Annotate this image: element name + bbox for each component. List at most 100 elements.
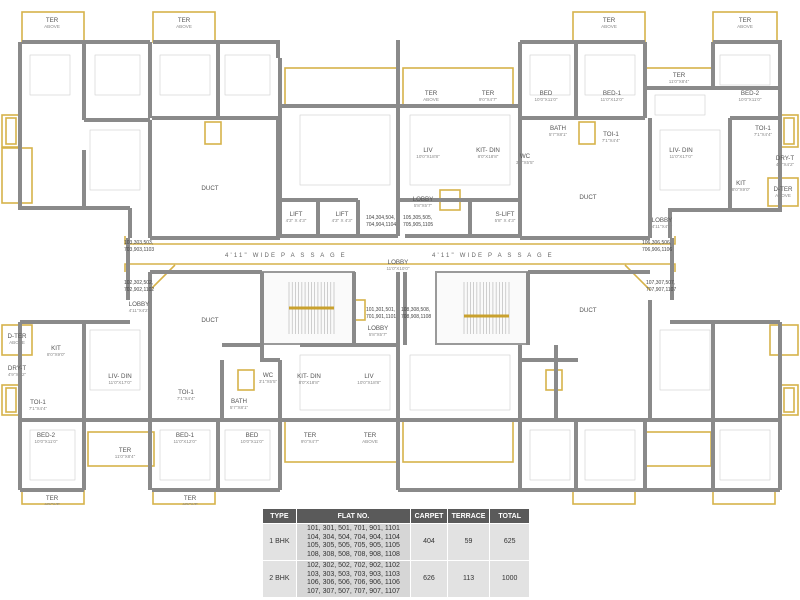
room-dims-bed-tr: 10'0"X11'0": [534, 97, 557, 102]
room-label-ter-tr2: TER: [603, 17, 616, 24]
area-table: TYPE FLAT NO. CARPET TERRACE TOTAL 1 BHK…: [262, 508, 530, 598]
room-dims-liv-c: 10'0"X18'8": [416, 154, 440, 159]
walls: [18, 40, 782, 492]
room-dims-ter-tr: ABOVE: [176, 24, 192, 29]
flat-numbers-107: 107,307,507,: [646, 280, 675, 286]
room-label-kit-bl: KIT: [51, 345, 61, 352]
staircase-left: [261, 271, 355, 345]
room-dims-lift2: 4'3" X 4'3": [332, 218, 353, 223]
cell-total: 625: [489, 523, 530, 561]
room-label-ter-ur: TER: [673, 72, 686, 79]
room-label-dry-t-tr: DRY-T: [776, 155, 794, 162]
room-dims-bed1-bl: 11'0"X12'0": [173, 439, 196, 444]
room-label-wc-tr: WC: [520, 153, 531, 160]
room-label-bed-bl: BED: [246, 432, 259, 439]
room-label-duct-tl: DUCT: [201, 185, 218, 192]
table-header-row: TYPE FLAT NO. CARPET TERRACE TOTAL: [262, 508, 530, 524]
room-dims-dry-t-tr: 4'9"X4'2": [776, 162, 795, 167]
col-total: TOTAL: [489, 508, 530, 524]
room-dims-bath-bl: 5'7"X8'1": [230, 405, 249, 410]
room-dims-dry-t-bl: 4'9"X4'2": [8, 372, 27, 377]
room-dims-lift1: 4'3" X 4'3": [286, 218, 307, 223]
room-dims-liv-din-tr: 11'0"X17'0": [669, 154, 692, 159]
room-label-duct-bl: DUCT: [201, 317, 218, 324]
room-label-bed2-bl: BED-2: [37, 432, 56, 439]
flat-numbers-707: 707,907,1107: [646, 287, 676, 293]
room-dims-toi1-bl: 7'1"X4'4": [29, 406, 48, 411]
room-labels: TERABOVETERABOVETERABOVETERABOVETERABOVE…: [8, 17, 795, 505]
room-label-kit-tr: KIT: [736, 180, 746, 187]
room-dims-lobby-mid: 11'0"X10'0": [386, 266, 409, 271]
room-label-ter-bl3: TER: [184, 495, 197, 502]
floor-plan: TERABOVETERABOVETERABOVETERABOVETERABOVE…: [1, 11, 799, 505]
table-row: 2 BHK 102, 302, 502, 702, 902, 1102 103,…: [262, 560, 530, 598]
flat-number-labels: 103,303,503, 703,903,1103 104,304,504, 7…: [124, 215, 676, 320]
cell-terrace: 113: [446, 560, 491, 598]
room-dims-ter-ur: 11'0"X8'4": [669, 79, 690, 84]
flat-numbers-705: 705,905,1105: [403, 222, 433, 228]
flat-numbers-704: 704,904,1104: [366, 222, 396, 228]
room-label-lobby-r: LOBBY: [652, 217, 673, 224]
room-dims-liv-din-bl: 11'0"X17'0": [108, 380, 131, 385]
col-terrace: TERRACE: [446, 508, 491, 524]
col-carpet: CARPET: [410, 508, 448, 524]
room-dims-lobby-bot: 5'8"X5'7": [369, 332, 388, 337]
room-dims-bed2-bl: 10'0"X11'0": [34, 439, 57, 444]
flat-line: 103, 303, 503, 703, 903, 1103: [307, 570, 400, 578]
room-dims-ter-tr: ABOVE: [737, 24, 753, 29]
room-dims-bed-bl: 10'0"X11'0": [240, 439, 263, 444]
cell-carpet: 626: [410, 560, 448, 598]
room-dims-ter-bl3: ABOVE: [182, 502, 198, 505]
cell-flats: 102, 302, 502, 702, 902, 1102 103, 303, …: [295, 560, 412, 598]
room-label-duct-tr: DUCT: [579, 194, 596, 201]
room-label-kitdin-c: KIT- DIN: [476, 147, 500, 154]
room-label-ter-bc-l: TER: [304, 432, 317, 439]
room-dims-ter-uc-l: ABOVE: [423, 97, 439, 102]
room-label-d-ter-bl: D-TER: [8, 333, 27, 340]
flat-numbers-101: 101,301,501,: [366, 307, 395, 313]
room-dims-toi1-tr: 7'1"X4'4": [602, 138, 621, 143]
room-dims-d-ter-tr: ABOVE: [775, 193, 791, 198]
room-dims-slift: 5'8" X 4'3": [495, 218, 516, 223]
passage-label-right: 4'11" WIDE P A S S A G E: [432, 253, 554, 259]
cell-carpet: 404: [410, 523, 448, 561]
room-label-dry-t-bl: DRY-T: [8, 365, 26, 372]
room-label-ter-uc-r: TER: [482, 90, 495, 97]
room-dims-ter-bc-l: 9'0"X4'7": [301, 439, 320, 444]
room-label-lobby-l: LOBBY: [129, 301, 150, 308]
flat-line: 105, 305, 505, 705, 905, 1105: [307, 542, 400, 549]
room-dims-ter-uc-r: 9'0"X4'7": [479, 97, 498, 102]
room-dims-ter-bl2: ABOVE: [44, 502, 60, 505]
room-label-toi1-bl: TOI-1: [30, 399, 46, 406]
room-label-ter-tr: TER: [739, 17, 752, 24]
room-label-toi1-bl2: TOI-1: [178, 389, 194, 396]
room-label-d-ter-tr: D-TER: [774, 186, 793, 193]
room-dims-d-ter-bl: ABOVE: [9, 340, 25, 345]
room-label-liv-bc: LIV: [364, 373, 374, 380]
flat-line: 102, 302, 502, 702, 902, 1102: [307, 562, 400, 569]
room-label-ter-bl2: TER: [46, 495, 59, 502]
room-dims-kitdin-bc: 8'0"X18'8": [299, 380, 320, 385]
room-label-bed1-tr: BED-1: [603, 90, 622, 97]
room-dims-toi1-bl2: 7'1"X4'4": [177, 396, 196, 401]
room-label-lobby-bot: LOBBY: [368, 325, 389, 332]
room-label-bed1-bl: BED-1: [176, 432, 195, 439]
cell-terrace: 59: [446, 523, 491, 561]
table-row: 1 BHK 101, 301, 501, 701, 901, 1101 104,…: [262, 523, 530, 561]
room-label-kitdin-bc: KIT- DIN: [297, 373, 321, 380]
staircase-right: [435, 271, 529, 345]
flat-numbers-701: 701,901,1101: [366, 314, 396, 320]
room-dims-ter-tl: ABOVE: [44, 24, 60, 29]
room-dims-bath-tr: 5'7"X8'1": [549, 132, 568, 137]
flat-numbers-104: 104,304,504,: [366, 215, 395, 221]
room-dims-lobby-top: 5'8"X5'7": [414, 203, 433, 208]
cell-flats: 101, 301, 501, 701, 901, 1101 104, 304, …: [295, 523, 412, 561]
cell-total: 1000: [489, 560, 530, 598]
flat-numbers-108: 108,308,508,: [401, 307, 430, 313]
room-label-liv-c: LIV: [423, 147, 433, 154]
room-label-wc-bl: WC: [263, 372, 274, 379]
room-dims-liv-bc: 10'0"X18'8": [357, 380, 381, 385]
room-label-bed-tr: BED: [540, 90, 553, 97]
room-dims-kit-bl: 8'0"X9'0": [47, 352, 66, 357]
room-label-bath-bl: BATH: [231, 398, 247, 405]
